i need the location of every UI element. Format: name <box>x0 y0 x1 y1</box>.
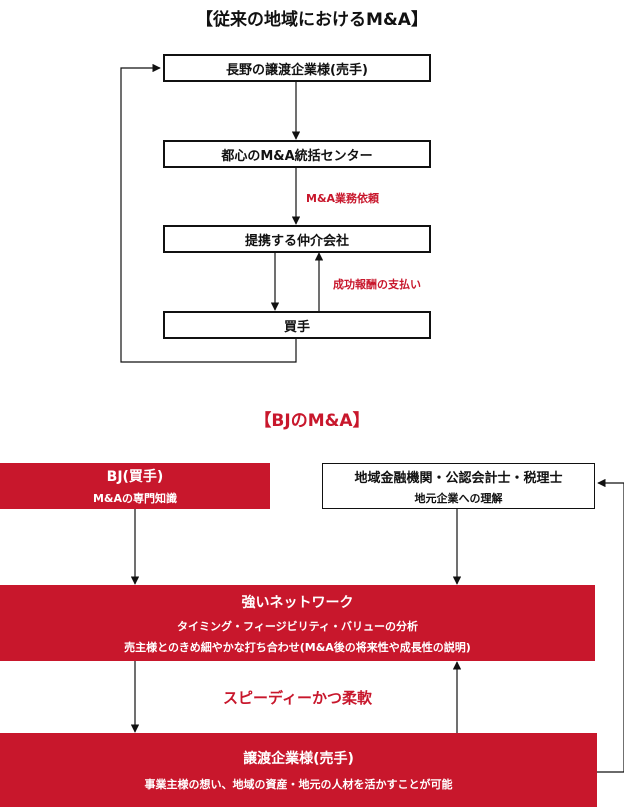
bj-box: BJ(買手) M&Aの専門知識 <box>0 463 270 509</box>
partners-box-title: 地域金融機関・公認会計士・税理士 <box>354 470 563 486</box>
edge-label-request: M&A業務依頼 <box>306 192 380 205</box>
section-title-traditional: 【従来の地域におけるM&A】 <box>196 10 428 30</box>
network-box-title: 強いネットワーク <box>241 594 354 611</box>
arrow-buyer-loop-to-seller <box>120 63 297 363</box>
node-seller-label: 長野の譲渡企業様(売手) <box>226 62 368 78</box>
edge-label-success-fee: 成功報酬の支払い <box>333 278 421 291</box>
seller-box: 譲渡企業様(売手) 事業主様の想い、地域の資産・地元の人材を活かすことが可能 <box>0 733 597 807</box>
node-buyer: 買手 <box>163 311 431 339</box>
partners-box: 地域金融機関・公認会計士・税理士 地元企業への理解 <box>322 463 595 509</box>
node-center: 都心のM&A統括センター <box>163 140 431 168</box>
section-title-bj: 【BJのM&A】 <box>254 411 370 431</box>
network-box-line2: 売主様とのきめ細やかな打ち合わせ(M&A後の将来性や成長性の説明) <box>124 640 471 654</box>
node-agency: 提携する仲介会社 <box>163 225 431 253</box>
network-box-line1: タイミング・フィージビリティ・バリューの分析 <box>177 619 418 633</box>
bj-box-subtitle: M&Aの専門知識 <box>92 492 178 505</box>
node-agency-label: 提携する仲介会社 <box>244 233 349 249</box>
partners-box-subtitle: 地元企業への理解 <box>414 491 503 505</box>
seller-box-title: 譲渡企業様(売手) <box>243 751 354 767</box>
node-buyer-label: 買手 <box>283 319 310 335</box>
node-center-label: 都心のM&A統括センター <box>221 148 373 164</box>
speedy-label: スピーディーかつ柔軟 <box>223 689 372 707</box>
node-seller: 長野の譲渡企業様(売手) <box>163 54 431 82</box>
network-box: 強いネットワーク タイミング・フィージビリティ・バリューの分析 売主様とのきめ細… <box>0 585 595 661</box>
arrow-seller-loop-to-partners <box>597 478 624 773</box>
bj-box-title: BJ(買手) <box>106 469 164 485</box>
seller-box-subtitle: 事業主様の想い、地域の資産・地元の人材を活かすことが可能 <box>144 778 453 791</box>
